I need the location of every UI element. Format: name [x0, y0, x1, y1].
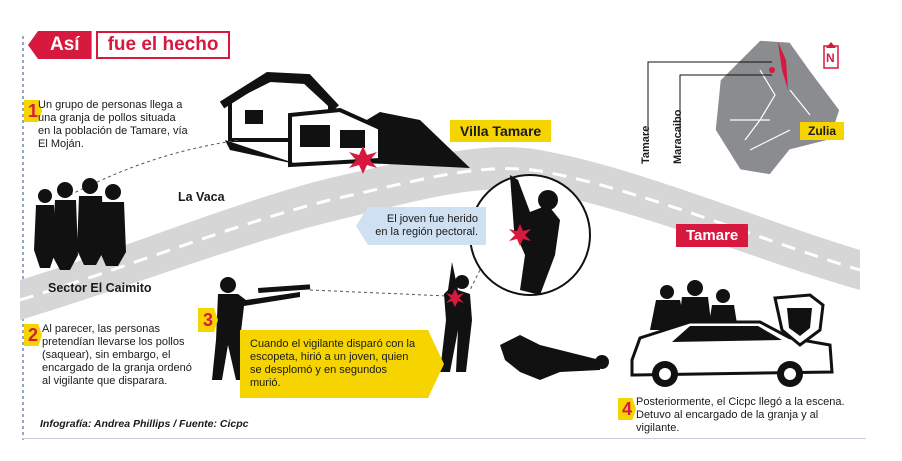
villa-tamare-label: Villa Tamare — [450, 120, 552, 142]
north-label: N — [826, 51, 835, 65]
map-label-tamare: Tamare — [640, 125, 652, 164]
shooter-silhouette — [212, 277, 311, 380]
body-lying-silhouette — [500, 335, 609, 380]
step-1-text: Un grupo de personas llega a una granja … — [38, 99, 188, 150]
shot-trajectory — [309, 289, 449, 297]
step-1-number: 1 — [24, 100, 42, 122]
title-part-2: fue el hecho — [95, 31, 231, 59]
step-3-number: 3 — [198, 308, 218, 332]
tamare-road-label: Tamare — [676, 224, 749, 247]
zulia-map-illustration — [647, 39, 841, 176]
map-label-maracaibo: Maracaibo — [672, 109, 684, 164]
zoom-circle-wounded-man — [469, 174, 591, 296]
cicpc-badge-icon — [773, 293, 825, 347]
infographic-title: Así fue el hecho — [28, 30, 231, 60]
wound-note: El joven fue herido en la región pectora… — [356, 207, 486, 245]
farm-house-illustration — [219, 71, 470, 168]
sector-el-caimito-label: Sector El Caimito — [48, 281, 152, 295]
credit-line: Infografía: Andrea Phillips / Fuente: Ci… — [40, 418, 249, 430]
north-arrow-icon — [823, 42, 839, 69]
step-4-number: 4 — [618, 398, 636, 420]
young-man-falling-silhouette — [440, 262, 472, 372]
zoom-connector — [469, 269, 481, 291]
la-vaca-label: La Vaca — [178, 190, 225, 204]
bottom-frame-line — [22, 438, 866, 439]
step-4-text: Posteriormente, el Cicpc llegó a la esce… — [636, 396, 845, 434]
group-of-people-silhouette — [34, 178, 126, 270]
left-frame-line — [22, 36, 24, 440]
step-3-text: Cuando el vigilante disparó con la escop… — [240, 330, 444, 398]
road-illustration — [19, 147, 861, 320]
impact-burst-farm — [349, 146, 377, 174]
map-label-zulia: Zulia — [800, 122, 845, 140]
step-2-text: Al parecer, las personas pretendían llev… — [42, 323, 192, 387]
step-2-number: 2 — [24, 324, 42, 346]
title-part-1: Así — [28, 31, 92, 59]
